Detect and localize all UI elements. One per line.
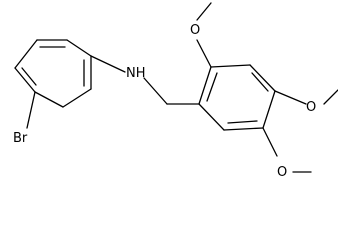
- atom-oxygen-3-label: O: [277, 165, 287, 180]
- atom-oxygen-1-label: O: [190, 23, 200, 38]
- bond: [223, 127, 264, 131]
- trimethoxyphenyl-ring: [198, 64, 276, 131]
- bond: [14, 67, 36, 93]
- bond: [198, 66, 212, 105]
- bond: [66, 39, 92, 57]
- bond: [210, 64, 251, 68]
- atom-oxygen-2-label: O: [306, 100, 316, 115]
- double-bond-inner: [206, 72, 218, 102]
- bond-o2-me: [323, 89, 338, 105]
- bond-c-o2: [274, 90, 307, 105]
- bond: [14, 39, 38, 69]
- atom-nh-label: NH: [126, 66, 146, 81]
- bond: [262, 90, 276, 129]
- double-bond-inner: [251, 72, 269, 92]
- double-bond-inner: [21, 67, 37, 86]
- bromophenyl-ring: [14, 39, 92, 108]
- structure-diagram: Br NH O O O: [13, 2, 338, 180]
- bond: [249, 64, 276, 92]
- bond: [198, 103, 225, 131]
- bond-c-o1: [196, 39, 212, 68]
- double-bond-inner: [227, 120, 258, 124]
- bond-c-n: [90, 55, 126, 73]
- bond-n-ch2: [143, 77, 168, 105]
- bond-c-o3: [262, 127, 278, 157]
- bond: [34, 91, 64, 108]
- bond-o1-me: [196, 2, 212, 21]
- bond-c-br: [26, 91, 36, 129]
- atom-bromine-label: Br: [13, 131, 28, 146]
- bond: [62, 88, 92, 108]
